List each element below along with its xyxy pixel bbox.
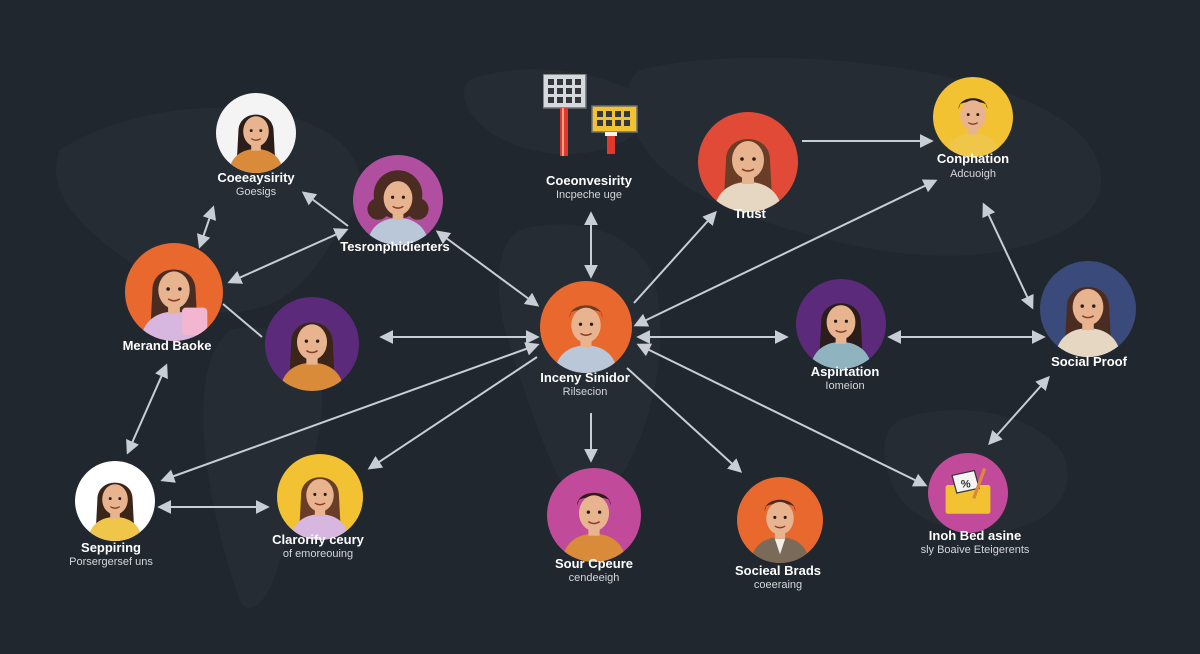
node-subtitle: Goesigs bbox=[235, 186, 277, 198]
arrow-n8-n5 bbox=[633, 179, 938, 327]
node-subtitle: Incpeche uge bbox=[555, 189, 623, 201]
node-title: Merand Baoke bbox=[122, 338, 212, 353]
arrow-n2-n8 bbox=[435, 230, 540, 307]
woman-long-hair-icon bbox=[796, 279, 886, 369]
woman-curly-hair-icon bbox=[353, 155, 443, 245]
man-portrait-icon bbox=[933, 77, 1013, 157]
node-title: Sour Cpeure bbox=[554, 556, 634, 571]
node-title: Inceny Sinidor bbox=[540, 370, 630, 385]
arrow-n8-n14 bbox=[626, 367, 743, 473]
woman-portrait-icon bbox=[1040, 261, 1136, 357]
node-title: Seppiring bbox=[81, 540, 141, 555]
node-subtitle: of emoreouing bbox=[282, 548, 354, 560]
woman-portrait-icon bbox=[216, 93, 296, 173]
node-title: Socieal Brads bbox=[735, 563, 821, 578]
discount-tag-icon: % bbox=[928, 453, 1008, 533]
node-title: Social Proof bbox=[1051, 354, 1127, 369]
node-title: Conphation bbox=[936, 151, 1010, 166]
arrow-n2-n6 bbox=[227, 228, 349, 284]
node-subtitle: Adcuoigh bbox=[950, 168, 996, 180]
node-title: Clarorify ceury bbox=[272, 532, 364, 547]
woman-smiling-icon bbox=[75, 461, 155, 541]
node-subtitle: cendeeigh bbox=[568, 572, 620, 584]
node-subtitle: coeeraing bbox=[753, 579, 803, 591]
man-portrait-icon bbox=[547, 468, 641, 562]
man-blazer-icon bbox=[737, 477, 823, 563]
node-title: Inoh Bed asine bbox=[928, 528, 1022, 543]
arrow-n8-n15 bbox=[636, 343, 928, 487]
arrow-n15-n10 bbox=[988, 375, 1050, 446]
arrow-n8-n12 bbox=[367, 356, 538, 470]
node-title: Tesronphidierters bbox=[340, 239, 450, 254]
node-title: Trust bbox=[734, 206, 766, 221]
arrow-n8-n4 bbox=[633, 210, 717, 304]
arrow-n5-n10 bbox=[982, 202, 1034, 310]
woman-portrait-icon bbox=[277, 454, 363, 540]
arrow-n2-n1 bbox=[301, 191, 349, 227]
node-title: Coeeaysirity bbox=[217, 170, 295, 185]
node-title: Aspirtation bbox=[810, 364, 880, 379]
woman-holding-bag-icon bbox=[125, 243, 223, 341]
woman-long-hair-icon bbox=[698, 112, 798, 212]
node-title: Coeonvesirity bbox=[546, 173, 632, 188]
billboard-signs-icon bbox=[543, 74, 643, 169]
arrow-n1-n6 bbox=[197, 205, 216, 249]
arrow-n6-n11 bbox=[126, 363, 168, 455]
arrow-n8-n11 bbox=[160, 342, 540, 483]
svg-text:%: % bbox=[961, 478, 971, 490]
node-subtitle: Iomeion bbox=[825, 380, 865, 392]
arrow-n6-n7 bbox=[222, 303, 263, 338]
woman-portrait-icon bbox=[265, 297, 359, 391]
node-subtitle: Rilsecion bbox=[562, 386, 608, 398]
man-portrait-icon bbox=[540, 281, 632, 373]
node-subtitle: sly Boaive Eteigerents bbox=[920, 544, 1030, 556]
node-subtitle: Porsergersef uns bbox=[69, 556, 153, 568]
